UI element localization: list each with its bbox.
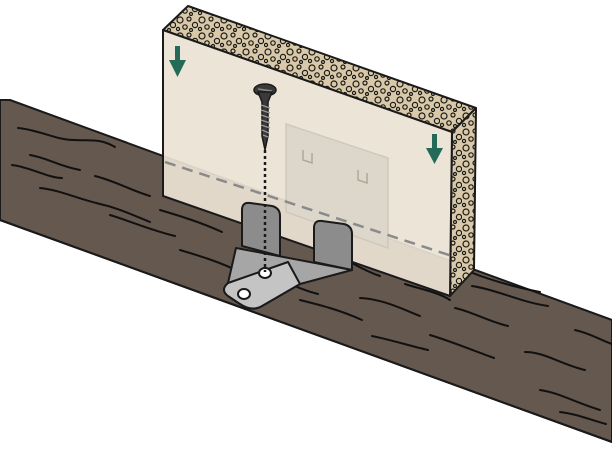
screw-icon [253,83,277,272]
foam-core-panel [162,5,477,297]
hidden-joist-line [164,160,453,258]
panel-top-texture [163,6,476,132]
arrow-down-icon [169,46,186,77]
arrow-down-icon [426,134,443,164]
panel-side-texture [450,108,476,296]
screw-threads [260,104,271,138]
clip-tab-left [241,201,281,257]
metal-clip-bracket [223,201,353,310]
clip-hole-lower [237,288,251,300]
clip-hole-upper [258,267,272,279]
clip-tab-right [313,219,353,271]
joist-front-edge [0,219,612,443]
hidden-clip-slots [302,150,368,185]
